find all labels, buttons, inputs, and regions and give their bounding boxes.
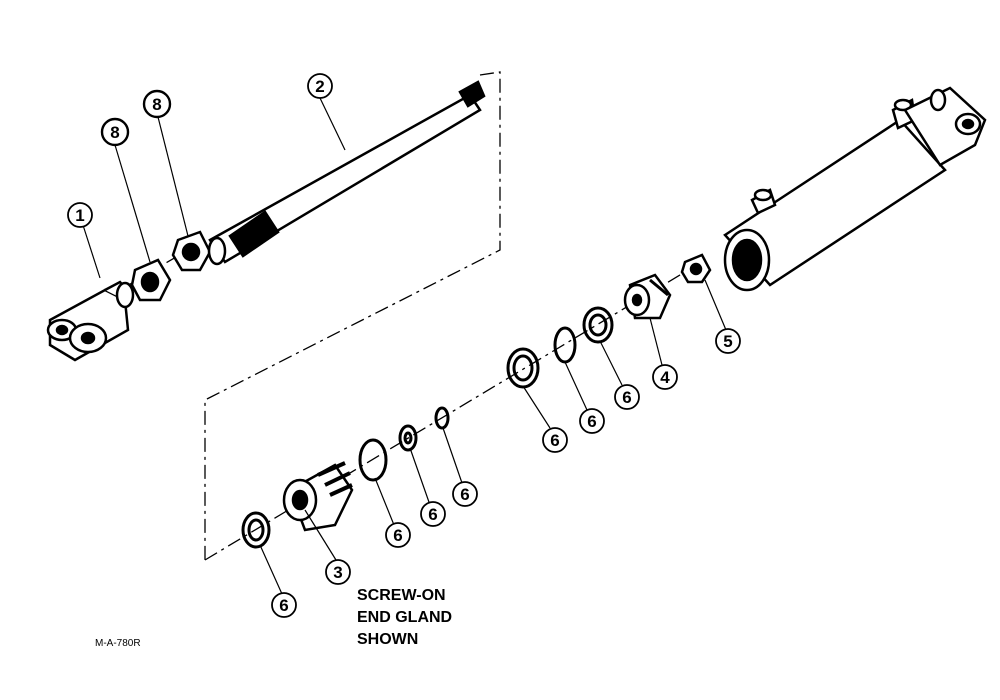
callout-6-label: 6: [428, 505, 437, 524]
callout-4-label: 4: [660, 368, 670, 387]
part-hex-nut-left: [130, 258, 172, 302]
caption-line-1: SCREW-ON: [357, 587, 446, 604]
callout-6-lower-left: 6: [271, 592, 297, 618]
callout-8-label: 8: [110, 123, 119, 142]
callout-6-backup-ring: 6: [420, 501, 446, 527]
part-seals: [241, 306, 614, 549]
callout-6-label: 6: [393, 526, 402, 545]
callout-5-label: 5: [723, 332, 732, 351]
callout-3: 3: [325, 559, 351, 585]
callout-3-label: 3: [333, 563, 342, 582]
callout-6-label: 6: [460, 485, 469, 504]
callout-1-label: 1: [75, 206, 84, 225]
callout-8-right: 8: [142, 89, 172, 119]
callout-leaders: [81, 97, 727, 595]
caption-line-3: SHOWN: [357, 631, 419, 648]
callout-4: 4: [652, 364, 678, 390]
callout-1: 1: [67, 202, 93, 228]
callout-2-label: 2: [315, 77, 324, 96]
part-hex-nut-right: [171, 230, 212, 272]
callout-6-wear-ring: 6: [614, 384, 640, 410]
callout-6-label: 6: [550, 431, 559, 450]
callout-6-piston-seal: 6: [542, 427, 568, 453]
part-small-nut: [680, 253, 712, 284]
part-cylinder-barrel: [723, 86, 987, 292]
drawing-id: M-A-780R: [95, 638, 141, 649]
callout-2: 2: [307, 73, 333, 99]
part-piston: [623, 273, 672, 320]
callout-8-left: 8: [100, 117, 130, 147]
part-clevis: [46, 280, 135, 362]
callout-6-piston-oring: 6: [579, 408, 605, 434]
callout-6-rod-seal: 6: [452, 481, 478, 507]
callout-6-label: 6: [279, 596, 288, 615]
diagram-caption: SCREW-ON END GLAND SHOWN: [357, 585, 452, 651]
part-end-gland: [282, 461, 354, 532]
part-piston-rod: [207, 80, 486, 266]
callout-5: 5: [715, 328, 741, 354]
caption-line-2: END GLAND: [357, 609, 453, 626]
callout-6-gland-oring: 6: [385, 522, 411, 548]
callout-8-label: 8: [152, 95, 161, 114]
callout-6-label: 6: [622, 388, 631, 407]
callout-6-label: 6: [587, 412, 596, 431]
